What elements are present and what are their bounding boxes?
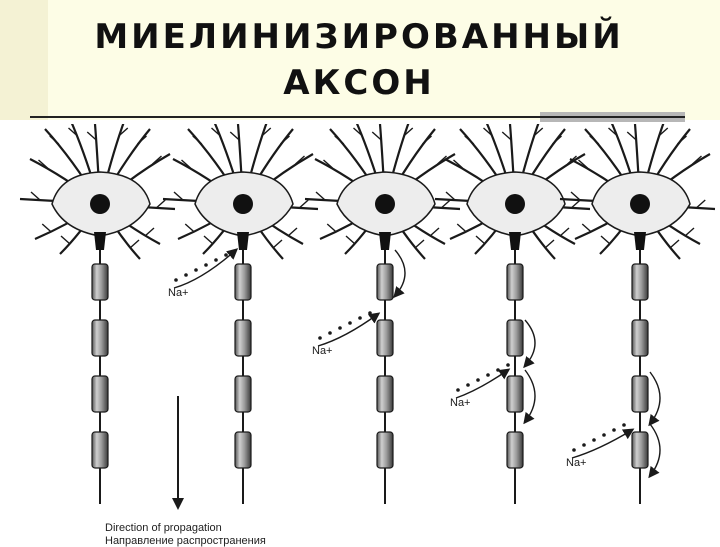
sodium-ion-icon: Na+ <box>450 363 511 409</box>
nucleus <box>630 194 650 214</box>
arrow-down-icon <box>172 498 184 510</box>
svg-text:Na+: Na+ <box>566 457 587 469</box>
header-stripe <box>0 0 48 120</box>
svg-text:Na+: Na+ <box>312 345 333 357</box>
neuron-1 <box>19 124 176 504</box>
myelin-segment-icon <box>91 375 109 413</box>
myelin-segment-icon <box>631 431 649 469</box>
title-rule <box>30 116 685 118</box>
myelin-segment-icon <box>376 319 394 357</box>
myelinated-axon-diagram: Na+ Na+ Na+ Na+ <box>19 124 716 510</box>
myelin-segment-icon <box>376 375 394 413</box>
saltatory-arrow <box>648 423 661 479</box>
myelin-segment-icon <box>506 375 524 413</box>
nucleus <box>90 194 110 214</box>
myelin-segment-icon <box>506 263 524 301</box>
saltatory-arrow <box>648 371 661 427</box>
neuron-2 <box>162 124 319 504</box>
neuron-5 <box>559 124 716 504</box>
myelin-segment-icon <box>234 263 252 301</box>
neuron-4 <box>434 124 591 504</box>
nucleus <box>375 194 395 214</box>
propagation-arrow <box>172 396 184 510</box>
myelin-segment-icon <box>376 431 394 469</box>
myelin-segment-icon <box>506 319 524 357</box>
myelin-segment-icon <box>91 319 109 357</box>
slide-header: МИЕЛИНИЗИРОВАННЫЙ АКСОН <box>0 0 720 120</box>
title-line-2: АКСОН <box>283 63 435 103</box>
neuron-3 <box>304 124 461 504</box>
svg-text:Na+: Na+ <box>168 287 189 299</box>
myelin-segment-icon <box>631 319 649 357</box>
myelin-segment-icon <box>234 431 252 469</box>
propagation-label-ru: Направление распространения <box>105 535 266 547</box>
saltatory-arrow <box>523 369 536 425</box>
nucleus <box>505 194 525 214</box>
sodium-ion-icon: Na+ <box>566 423 635 469</box>
myelin-segment-icon <box>631 263 649 301</box>
sodium-ion-icon: Na+ <box>312 311 381 357</box>
myelin-segment-icon <box>234 375 252 413</box>
title-line-1: МИЕЛИНИЗИРОВАННЫЙ <box>94 17 624 57</box>
myelin-segment-icon <box>506 431 524 469</box>
sodium-ion-icon: Na+ <box>168 248 239 299</box>
myelin-segment-icon <box>234 319 252 357</box>
slide-title: МИЕЛИНИЗИРОВАННЫЙ АКСОН <box>48 14 670 106</box>
nucleus <box>233 194 253 214</box>
myelin-segment-icon <box>91 263 109 301</box>
saltatory-arrow <box>393 249 406 299</box>
svg-text:Na+: Na+ <box>450 397 471 409</box>
myelin-segment-icon <box>631 375 649 413</box>
saltatory-arrow <box>523 319 536 369</box>
myelin-segment-icon <box>91 431 109 469</box>
myelin-segment-icon <box>376 263 394 301</box>
propagation-label: Direction of propagation <box>105 522 222 534</box>
